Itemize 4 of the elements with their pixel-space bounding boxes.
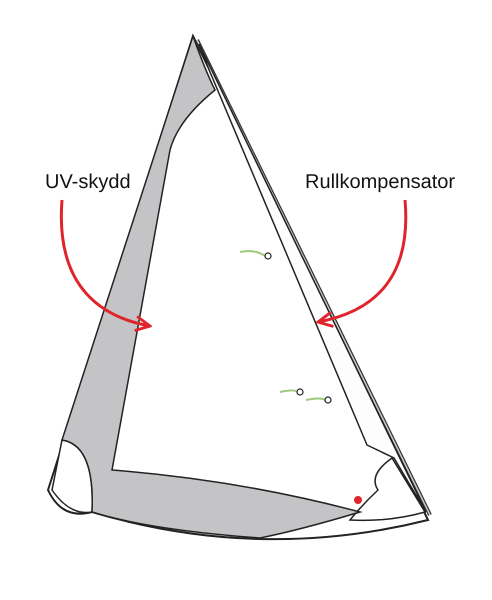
callout-text: UV-skydd bbox=[45, 170, 131, 194]
curved-arrow bbox=[60, 200, 152, 332]
curved-arrow bbox=[316, 200, 408, 328]
callout-text: Rullkompensator bbox=[305, 170, 456, 194]
